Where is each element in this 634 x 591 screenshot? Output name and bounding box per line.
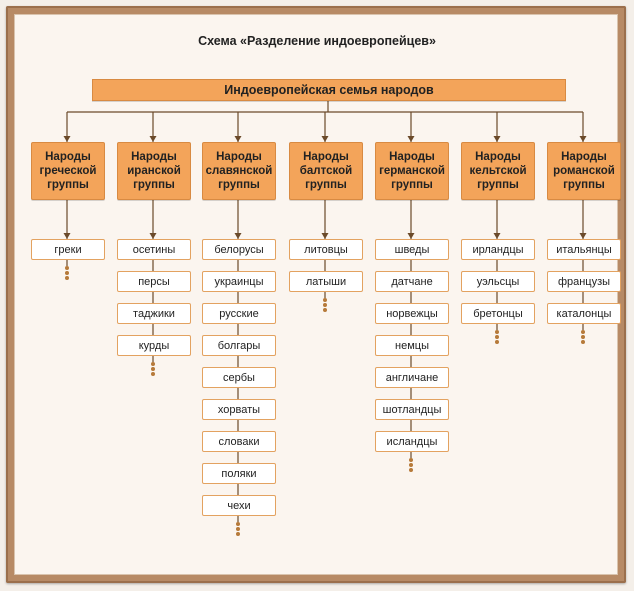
root-node-indo-european: Индоевропейская семья народов: [92, 79, 566, 101]
group-node: Народы балтской группы: [289, 142, 363, 200]
continuation-dots-icon: [234, 522, 242, 540]
page-title: Схема «Разделение индоевропейцев»: [198, 34, 436, 48]
people-item: чехи: [202, 495, 276, 516]
people-item: исландцы: [375, 431, 449, 452]
group-node: Народы славянской группы: [202, 142, 276, 200]
diagram-board: [14, 14, 618, 575]
people-item: греки: [31, 239, 105, 260]
people-item: латыши: [289, 271, 363, 292]
group-node: Народы греческой группы: [31, 142, 105, 200]
people-item: литовцы: [289, 239, 363, 260]
group-node: Народы германской группы: [375, 142, 449, 200]
people-item: итальянцы: [547, 239, 621, 260]
people-item: шотландцы: [375, 399, 449, 420]
people-item: хорваты: [202, 399, 276, 420]
people-item: шведы: [375, 239, 449, 260]
people-item: белорусы: [202, 239, 276, 260]
people-item: курды: [117, 335, 191, 356]
continuation-dots-icon: [579, 330, 587, 348]
people-item: русские: [202, 303, 276, 324]
people-item: сербы: [202, 367, 276, 388]
people-item: англичане: [375, 367, 449, 388]
people-item: словаки: [202, 431, 276, 452]
group-node: Народы кельтской группы: [461, 142, 535, 200]
continuation-dots-icon: [407, 458, 415, 476]
group-node: Народы романской группы: [547, 142, 621, 200]
people-item: осетины: [117, 239, 191, 260]
people-item: датчане: [375, 271, 449, 292]
people-item: персы: [117, 271, 191, 292]
people-item: таджики: [117, 303, 191, 324]
people-item: каталонцы: [547, 303, 621, 324]
people-item: болгары: [202, 335, 276, 356]
people-item: французы: [547, 271, 621, 292]
people-item: ирландцы: [461, 239, 535, 260]
continuation-dots-icon: [149, 362, 157, 380]
continuation-dots-icon: [493, 330, 501, 348]
people-item: норвежцы: [375, 303, 449, 324]
people-item: бретонцы: [461, 303, 535, 324]
continuation-dots-icon: [321, 298, 329, 316]
continuation-dots-icon: [63, 266, 71, 284]
people-item: украинцы: [202, 271, 276, 292]
group-node: Народы иранской группы: [117, 142, 191, 200]
people-item: поляки: [202, 463, 276, 484]
people-item: уэльсцы: [461, 271, 535, 292]
people-item: немцы: [375, 335, 449, 356]
